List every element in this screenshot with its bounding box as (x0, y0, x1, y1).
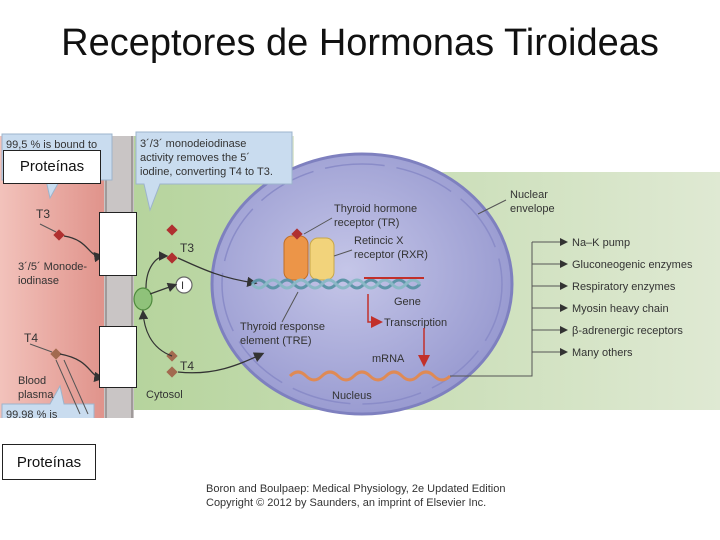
t3-marker-plasma (53, 229, 65, 241)
credits-line1: Boron and Boulpaep: Medical Physiology, … (206, 483, 506, 495)
callout-bottom-left-text: 99,98 % is (6, 409, 58, 418)
label-blood-plasma-line1: Blood (18, 375, 46, 387)
label-mrna: mRNA (372, 353, 405, 365)
dna-strand-2 (250, 278, 422, 290)
label-cytosol: Cytosol (146, 389, 183, 401)
label-t4-cell: T4 (180, 359, 194, 373)
target-item-2: Respiratory enzymes (572, 281, 676, 293)
target-item-1: Gluconeogenic enzymes (572, 259, 693, 271)
label-gene: Gene (394, 296, 421, 308)
label-iodide: I (181, 280, 184, 292)
target-item-3: Myosin heavy chain (572, 303, 669, 315)
blank-box-lower (99, 326, 137, 388)
label-tre-line2: element (TRE) (240, 335, 312, 347)
thyroid-hormone-receptor (283, 235, 309, 281)
target-item-0: Na–K pump (572, 237, 630, 249)
label-rxr-line1: Retincic X (354, 235, 404, 247)
label-deiodinase-line2: iodinase (18, 275, 59, 287)
callout-deiodinase (135, 131, 293, 212)
figure-credits: Boron and Boulpaep: Medical Physiology, … (206, 482, 505, 510)
target-item-4: β-adrenergic receptors (572, 325, 683, 337)
callout-deiodinase-line1: 3´/3´ monodeiodinase (140, 138, 246, 150)
proteins-box-top: Proteínas (3, 150, 101, 184)
deiodinase-enzyme (133, 287, 153, 311)
rxr-receptor (309, 237, 335, 281)
callout-deiodinase-line3: iodine, converting T4 to T3. (140, 166, 273, 178)
label-deiodinase-line1: 3´/5´ Monode- (18, 261, 87, 273)
label-tr-line1: Thyroid hormone (334, 203, 417, 215)
callout-deiodinase-line2: activity removes the 5´ (140, 152, 250, 164)
callout-top-left-text: 99,5 % is bound to (6, 139, 97, 151)
label-t3-cell: T3 (180, 241, 194, 255)
blank-box-upper (99, 212, 137, 276)
target-item-5: Many others (572, 347, 633, 359)
t4-marker-cell-2 (166, 366, 178, 378)
label-nucleus: Nucleus (332, 390, 372, 402)
label-t4-plasma: T4 (24, 331, 38, 345)
label-rxr-line2: receptor (RXR) (354, 249, 428, 261)
label-transcription: Transcription (384, 317, 447, 329)
credits-line2: Copyright © 2012 by Saunders, an imprint… (206, 497, 487, 509)
label-nuclear-envelope-line2: envelope (510, 203, 555, 215)
callout-bottom-left (1, 384, 95, 418)
label-blood-plasma-line2: plasma (18, 389, 54, 401)
label-tr-line2: receptor (TR) (334, 217, 399, 229)
label-t3-plasma: T3 (36, 207, 50, 221)
label-nuclear-envelope-line1: Nuclear (510, 189, 548, 201)
proteins-box-bottom: Proteínas (2, 444, 96, 480)
slide-title: Receptores de Hormonas Tiroideas (61, 22, 659, 64)
mrna-strand (288, 370, 452, 382)
t4-marker-plasma (50, 348, 62, 360)
thyroid-receptor-diagram: 99,5 % is bound to 3´/3´ monodeiodinase … (0, 131, 720, 418)
label-tre-line1: Thyroid response (240, 321, 325, 333)
